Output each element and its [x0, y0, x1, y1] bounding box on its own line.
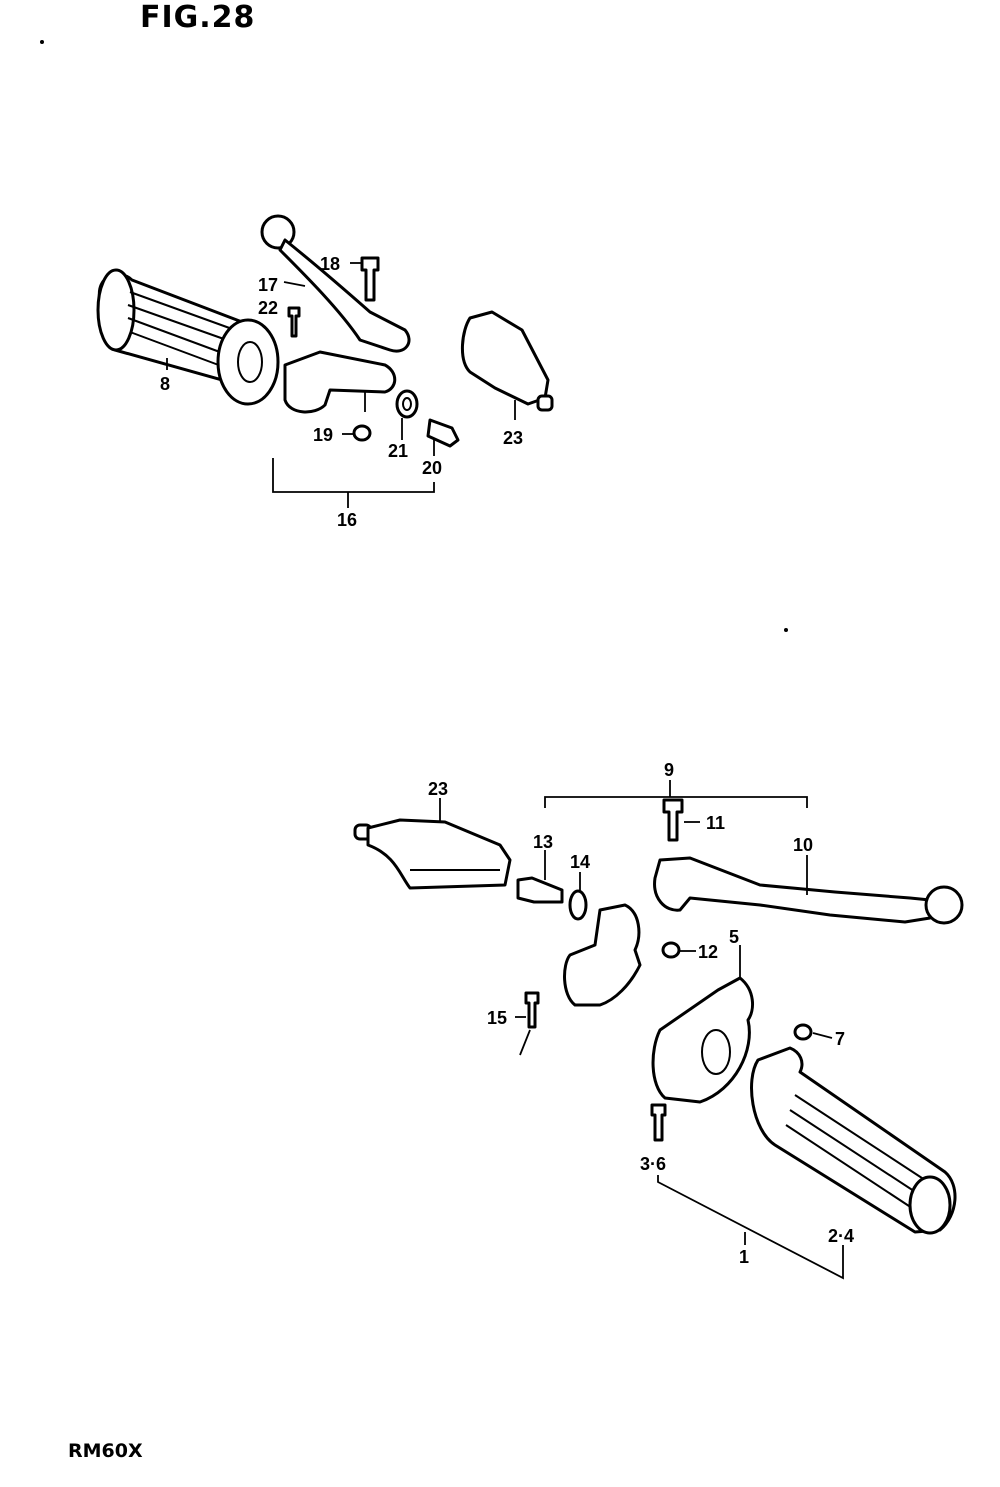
callout-3-6: 3·6 — [640, 1154, 666, 1174]
callout-23-upper: 23 — [503, 428, 523, 448]
lever-cover-part-23-upper — [461, 310, 554, 412]
lever-cover-part-23-lower — [353, 818, 512, 890]
callout-1: 1 — [739, 1247, 749, 1267]
adjuster-bolt-part-20 — [426, 418, 460, 448]
callout-12: 12 — [698, 942, 718, 962]
bolt-part-11 — [662, 798, 684, 842]
brake-lever-part-10 — [653, 856, 964, 925]
nut-part-19 — [352, 424, 372, 442]
pivot-bolt-part-13 — [516, 876, 564, 904]
bolt-part-18 — [360, 256, 380, 302]
screw-part-22 — [287, 306, 301, 338]
left-grip-part-8 — [96, 268, 280, 406]
throttle-grip-part-2-4 — [750, 1046, 957, 1235]
screw-part-3-6 — [650, 1103, 667, 1142]
callout-11: 11 — [706, 813, 725, 833]
clutch-bracket-holder — [283, 350, 397, 414]
callout-18: 18 — [320, 254, 340, 274]
callout-21: 21 — [388, 441, 408, 461]
callout-16: 16 — [337, 510, 357, 530]
cap-part-7 — [793, 1023, 813, 1041]
callout-10: 10 — [793, 835, 813, 855]
washer-part-14 — [568, 889, 588, 921]
callout-2-4: 2·4 — [828, 1226, 854, 1246]
callout-20: 20 — [422, 458, 442, 478]
callout-15: 15 — [487, 1008, 507, 1028]
callout-9: 9 — [664, 760, 674, 780]
figure-title: FIG.28 — [140, 0, 256, 35]
clutch-lever-part-17 — [260, 214, 411, 353]
callout-19: 19 — [313, 425, 333, 445]
callout-22: 22 — [258, 298, 278, 318]
callout-5: 5 — [729, 927, 739, 947]
throttle-case-part-5 — [651, 976, 754, 1104]
nut-part-12 — [661, 941, 681, 959]
screw-part-15 — [524, 991, 540, 1029]
model-code: RM60X — [68, 1440, 143, 1462]
callout-8: 8 — [160, 374, 170, 394]
brake-bracket-holder — [563, 903, 642, 1007]
callout-14: 14 — [570, 852, 590, 872]
washer-part-21 — [395, 389, 419, 419]
callout-7: 7 — [835, 1029, 845, 1049]
callout-17: 17 — [258, 275, 278, 295]
callout-13: 13 — [533, 832, 553, 852]
callout-23-lower: 23 — [428, 779, 448, 799]
